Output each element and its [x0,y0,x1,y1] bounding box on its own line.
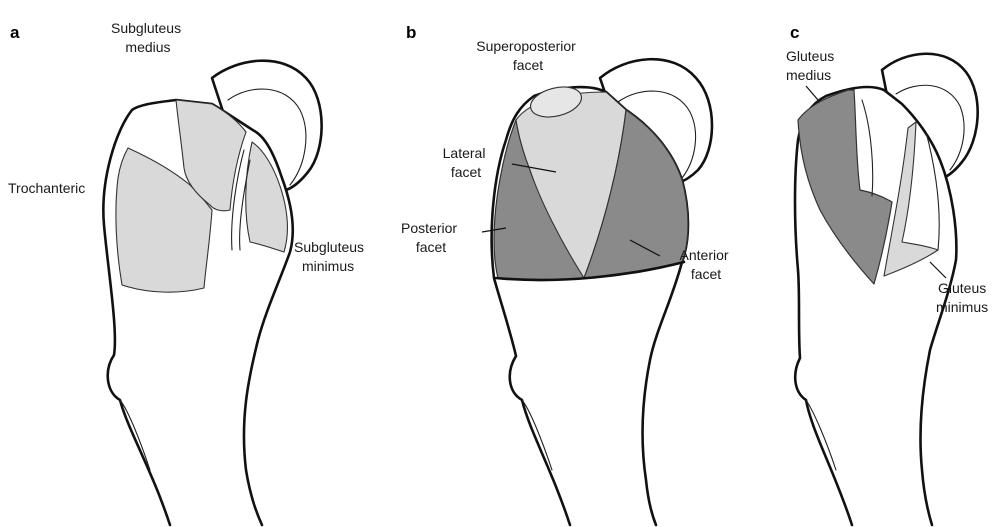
panel-b-label-superoposterior-facet: Superoposterior facet [476,38,580,73]
panel-c-leader-gluteus-medius [806,86,818,100]
panel-c-letter: c [790,23,799,42]
panel-c: c Gluteus medius Gluteus minimus [786,23,990,525]
panel-a-label-subgluteus-minimus: Subgluteus minimus [294,239,368,274]
panel-a-label-trochanteric: Trochanteric [8,180,85,196]
panel-b-letter: b [406,23,416,42]
panel-b: b Superoposterior facet Lateral facet [401,23,732,525]
panel-b-label-posterior-facet: Posterior facet [401,220,461,255]
panel-b-label-lateral-facet: Lateral facet [443,145,490,180]
panel-a: a Subgluteus medius Trochanteric Subglut… [8,20,368,525]
panel-b-label-anterior-facet: Anterior facet [680,247,733,282]
panel-a-label-subgluteus-medius: Subgluteus medius [111,20,185,55]
panel-c-label-gluteus-medius: Gluteus medius [786,48,838,83]
panel-a-letter: a [10,23,20,42]
